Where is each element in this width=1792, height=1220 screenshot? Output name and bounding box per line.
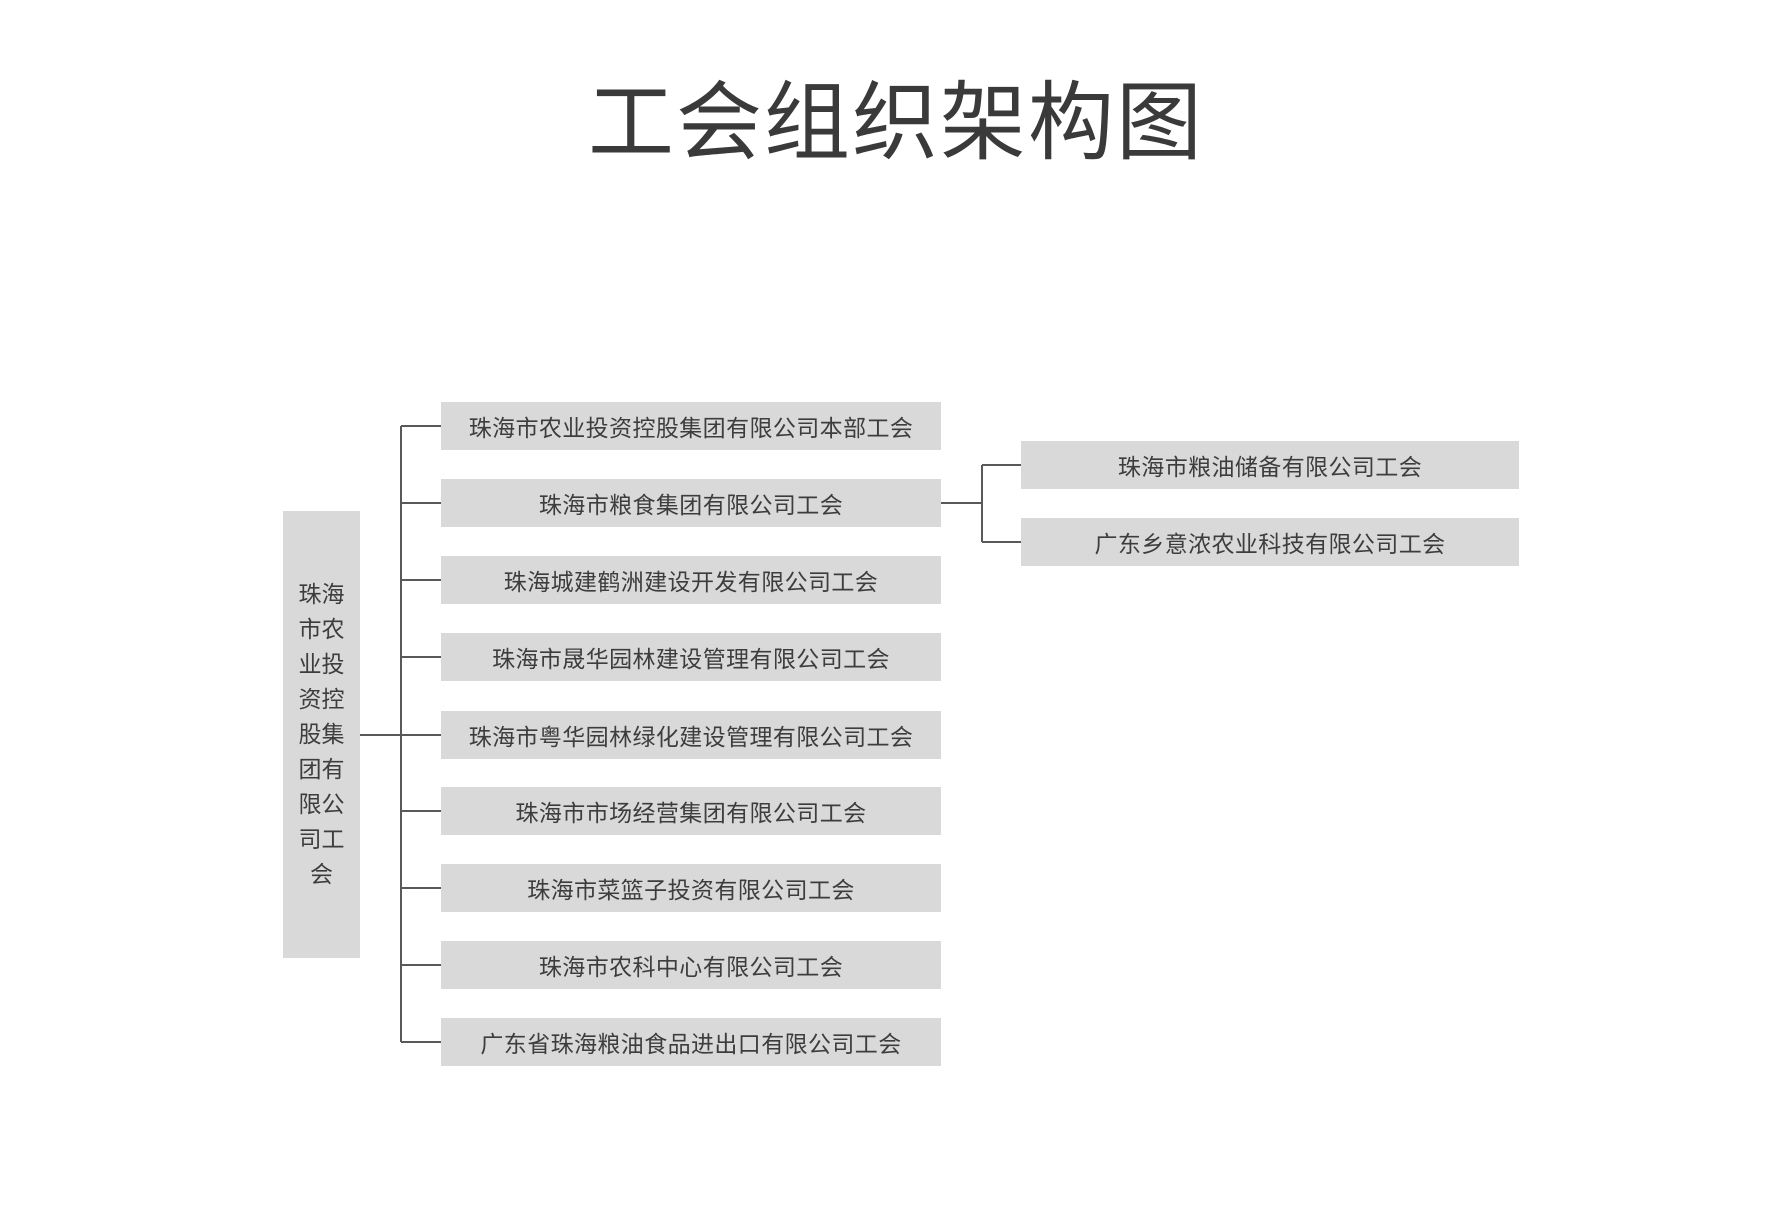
org-node-n1-label: 珠海市农业投资控股集团有限公司本部工会 [468,415,914,441]
org-node-root[interactable]: 珠海市农业投资控股集团有限公司工会 [283,511,360,958]
org-node-n9-label: 广东省珠海粮油食品进出口有限公司工会 [480,1031,902,1057]
org-node-n2b[interactable]: 广东乡意浓农业科技有限公司工会 [1021,518,1519,566]
org-node-n3[interactable]: 珠海城建鹤洲建设开发有限公司工会 [441,556,941,604]
page-title: 工会组织架构图 [588,75,1204,171]
org-node-n2[interactable]: 珠海市粮食集团有限公司工会 [441,479,941,527]
org-node-n5[interactable]: 珠海市粤华园林绿化建设管理有限公司工会 [441,711,941,759]
org-node-root-label: 珠海市农业投资控股集团有限公司工会 [298,581,345,887]
org-node-n8-label: 珠海市农科中心有限公司工会 [538,954,844,980]
org-node-n3-label: 珠海城建鹤洲建设开发有限公司工会 [503,569,879,595]
org-node-n2-label: 珠海市粮食集团有限公司工会 [538,492,844,518]
org-node-n5-label: 珠海市粤华园林绿化建设管理有限公司工会 [468,724,914,750]
org-node-n9[interactable]: 广东省珠海粮油食品进出口有限公司工会 [441,1018,941,1066]
org-node-n4-label: 珠海市晟华园林建设管理有限公司工会 [492,646,890,672]
org-node-n2a-label: 珠海市粮油储备有限公司工会 [1117,454,1423,480]
org-node-n2a[interactable]: 珠海市粮油储备有限公司工会 [1021,441,1519,489]
org-node-n1[interactable]: 珠海市农业投资控股集团有限公司本部工会 [441,402,941,450]
org-node-n7-label: 珠海市菜篮子投资有限公司工会 [527,877,855,903]
org-node-n4[interactable]: 珠海市晟华园林建设管理有限公司工会 [441,633,941,681]
org-node-n2b-label: 广东乡意浓农业科技有限公司工会 [1094,531,1446,557]
org-node-n7[interactable]: 珠海市菜篮子投资有限公司工会 [441,864,941,912]
org-node-n8[interactable]: 珠海市农科中心有限公司工会 [441,941,941,989]
org-node-n6-label: 珠海市市场经营集团有限公司工会 [515,800,867,826]
org-node-n6[interactable]: 珠海市市场经营集团有限公司工会 [441,787,941,835]
